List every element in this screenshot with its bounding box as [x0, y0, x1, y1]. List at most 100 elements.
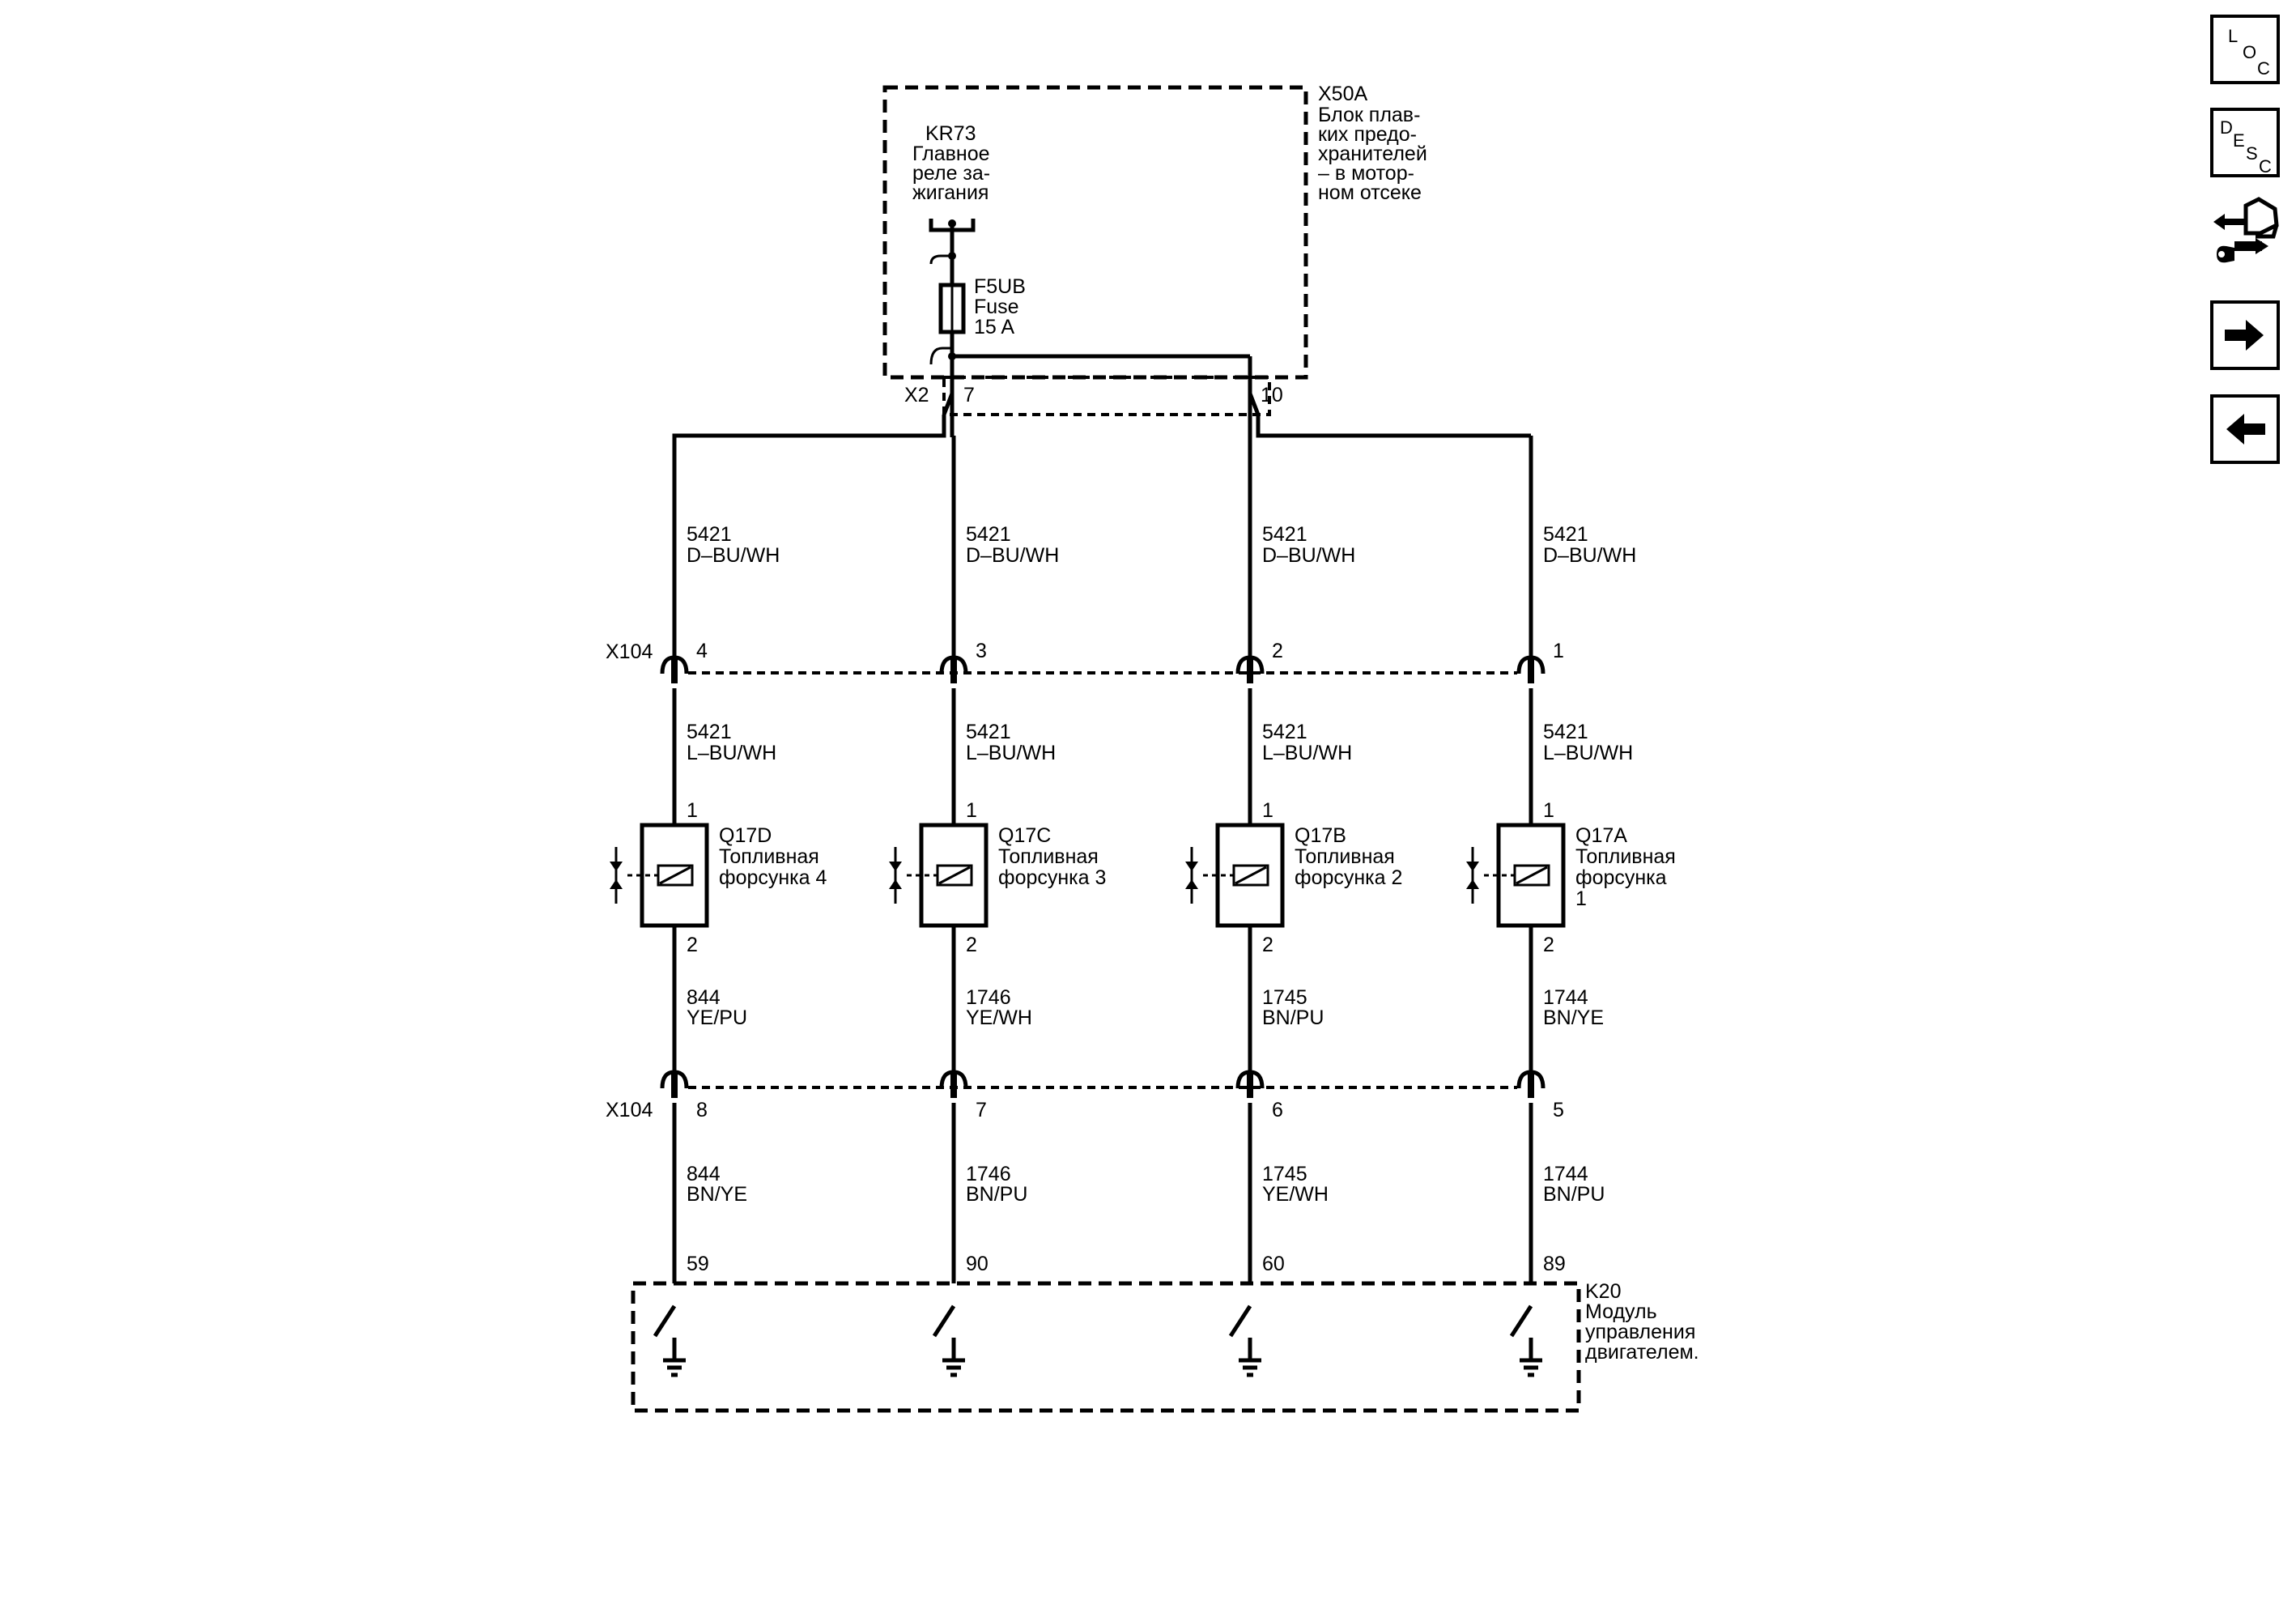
circuit-number: 5421: [966, 721, 1011, 743]
injector-desc-line: форсунка: [1575, 866, 1667, 889]
wire-color: D–BU/WH: [966, 544, 1059, 567]
wire-color: L–BU/WH: [1543, 742, 1633, 764]
circuit-number: 1744: [1543, 986, 1588, 1009]
injector-desc-line: 1: [1575, 887, 1587, 910]
injector-solenoid-diag: [659, 866, 691, 885]
injector-column: 5421D–BU/WH45421L–BU/WH12Q17DТопливнаяфо…: [610, 436, 827, 1377]
injector-pin-number: 2: [687, 934, 698, 956]
next-page-button[interactable]: [2210, 300, 2280, 370]
circuit-number: 5421: [1262, 721, 1307, 743]
injector-actuator-arrow: [1185, 879, 1198, 889]
relay-desc-line: реле за-: [912, 162, 990, 185]
desc-letter: D: [2220, 117, 2233, 138]
loc-letter: O: [2243, 42, 2257, 62]
ecm-pin-number: 59: [687, 1253, 709, 1275]
wire-color: L–BU/WH: [966, 742, 1056, 764]
injector-actuator-arrow: [889, 879, 902, 889]
injector-id: Q17D: [719, 824, 772, 847]
circuit-number: 5421: [687, 523, 732, 546]
connector-terminal: [939, 1070, 968, 1089]
fuse-block-desc-line: хранителей: [1318, 143, 1427, 165]
connector-terminal: [1235, 1070, 1265, 1089]
fuse-block-id: X50A: [1318, 83, 1367, 105]
location-button[interactable]: L O C: [2210, 15, 2280, 84]
circuit-number: 5421: [1543, 523, 1588, 546]
ecm-desc-line: управления: [1585, 1321, 1695, 1343]
connector-terminal: [660, 655, 689, 674]
ecm-desc-line: двигателем.: [1585, 1341, 1699, 1364]
relay-desc-line: жигания: [912, 181, 989, 204]
injector-pin-number: 2: [1262, 934, 1273, 956]
injector-id: Q17A: [1575, 824, 1627, 847]
injector-column: 5421D–BU/WH15421L–BU/WH12Q17AТопливнаяфо…: [1466, 436, 1676, 1377]
fuse-terminal-hook: [929, 347, 952, 365]
fuse-id: F5UB: [974, 275, 1026, 298]
relay-id: KR73: [925, 122, 976, 145]
injector-pin-number: 1: [1262, 799, 1273, 822]
connector-x2-pin: 10: [1261, 384, 1283, 406]
connector-terminal: [939, 655, 968, 674]
connector-x104-lower-id: X104: [606, 1099, 653, 1121]
wire-color: YE/PU: [687, 1006, 747, 1029]
connector-pin: [1528, 1074, 1534, 1098]
connector-pin: [671, 1074, 678, 1098]
injector-actuator-arrow: [610, 862, 623, 871]
injector-actuator-arrow: [1185, 862, 1198, 871]
wire-color: BN/PU: [966, 1183, 1027, 1206]
arrow-right-icon: [2225, 320, 2264, 351]
circuit-number: 1744: [1543, 1163, 1588, 1185]
loc-letter: L: [2228, 26, 2239, 46]
connector-pin: [671, 659, 678, 683]
injector-desc-line: Топливная: [1295, 845, 1395, 868]
connector-pin: [1528, 659, 1534, 683]
injector-desc-line: Топливная: [1575, 845, 1676, 868]
relay-terminal-node: [948, 252, 956, 260]
circuit-number: 5421: [1543, 721, 1588, 743]
ecm-id: K20: [1585, 1280, 1621, 1303]
injector-desc-line: форсунка 2: [1295, 866, 1402, 889]
connector-x2-pin: 7: [963, 384, 975, 406]
fuse-block-x50a: X50A Блок плав- ких предо- хранителей – …: [882, 83, 1427, 380]
circuit-number: 1746: [966, 986, 1011, 1009]
circuit-number: 844: [687, 986, 721, 1009]
injector-pin-number: 1: [1543, 799, 1554, 822]
injector-solenoid-diag: [1516, 866, 1548, 885]
connector-pin-number: 4: [696, 640, 708, 662]
description-button[interactable]: D E S C: [2210, 108, 2280, 177]
fuse-block-desc-line: ких предо-: [1318, 123, 1417, 146]
connector-pin-number: 5: [1553, 1099, 1564, 1121]
injector-columns: 5421D–BU/WH45421L–BU/WH12Q17DТопливнаяфо…: [610, 436, 1676, 1377]
connector-tool-button[interactable]: [2210, 196, 2280, 277]
ecm-switch: [1509, 1304, 1533, 1338]
fuse-block-desc-line: Блок плав-: [1318, 104, 1420, 126]
previous-page-button[interactable]: [2210, 394, 2280, 464]
ecm-desc-line: Модуль: [1585, 1300, 1657, 1323]
injector-id: Q17C: [998, 824, 1051, 847]
connector-pin-number: 2: [1272, 640, 1283, 662]
connector-terminal: [1516, 1070, 1546, 1089]
relay-desc-line: Главное: [912, 143, 990, 165]
injector-pin-number: 1: [687, 799, 698, 822]
desc-letter: C: [2259, 156, 2272, 177]
connector-x2-outline: [942, 376, 1271, 416]
injector-column: 5421D–BU/WH35421L–BU/WH12Q17CТопливнаяфо…: [889, 436, 1106, 1377]
injector-body: [1496, 823, 1566, 928]
fuse-block-desc-line: – в мотор-: [1318, 162, 1414, 185]
injector-actuator-arrow: [610, 879, 623, 889]
wire-color: BN/PU: [1262, 1006, 1324, 1029]
injector-body: [640, 823, 709, 928]
connector-x2-id: X2: [904, 384, 929, 406]
connector-pin-number: 6: [1272, 1099, 1283, 1121]
connector-tool-icon: [2213, 197, 2279, 263]
injector-desc-line: форсунка 3: [998, 866, 1106, 889]
desc-letter: S: [2246, 143, 2258, 164]
fuse-block-desc-line: ном отсеке: [1318, 181, 1422, 204]
wire-color: D–BU/WH: [687, 544, 780, 567]
connector-terminal: [1235, 655, 1265, 674]
wire-color: BN/YE: [1543, 1006, 1604, 1029]
wire-color: YE/WH: [1262, 1183, 1329, 1206]
fuse-f5ub: F5UB Fuse 15 A: [929, 275, 1250, 365]
loc-letter: C: [2257, 58, 2270, 79]
relay-terminal-hook: [929, 254, 952, 265]
